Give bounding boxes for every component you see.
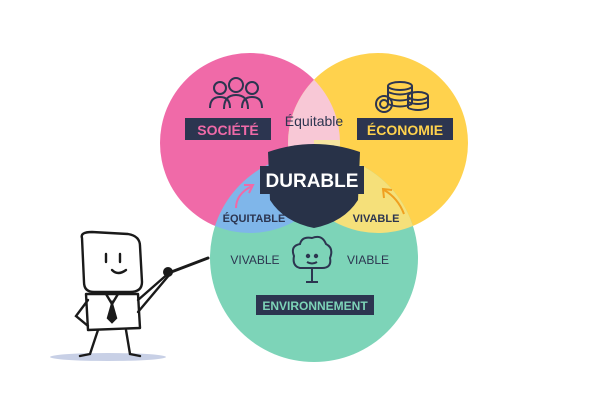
tree-icon <box>291 235 333 283</box>
economie-label-bg <box>357 118 453 140</box>
environnement-label: ENVIRONNEMENT <box>262 299 368 313</box>
coins-icon <box>375 81 429 113</box>
societe-env-overlap <box>210 154 340 233</box>
people-icon <box>209 77 263 110</box>
durable-label-bg <box>260 166 364 194</box>
vivable-right-label: VIVABLE <box>353 213 400 225</box>
equitable-top-label: Équitable <box>285 113 344 129</box>
equitable-lower-label: ÉQUITABLE <box>223 212 286 225</box>
orange-arrow <box>381 187 405 215</box>
vivable-env-label: VIVABLE <box>230 253 279 267</box>
environnement-label-bg <box>256 295 374 315</box>
societe-label-bg <box>185 118 271 140</box>
societe-label: SOCIÉTÉ <box>197 122 258 138</box>
economie-env-overlap <box>288 154 418 233</box>
durable-label: DURABLE <box>266 171 359 192</box>
stick-figure-presenter <box>50 230 210 361</box>
pink-arrow <box>235 184 255 209</box>
economie-label: ÉCONOMIE <box>367 122 443 138</box>
viable-env-label: VIABLE <box>347 253 389 267</box>
